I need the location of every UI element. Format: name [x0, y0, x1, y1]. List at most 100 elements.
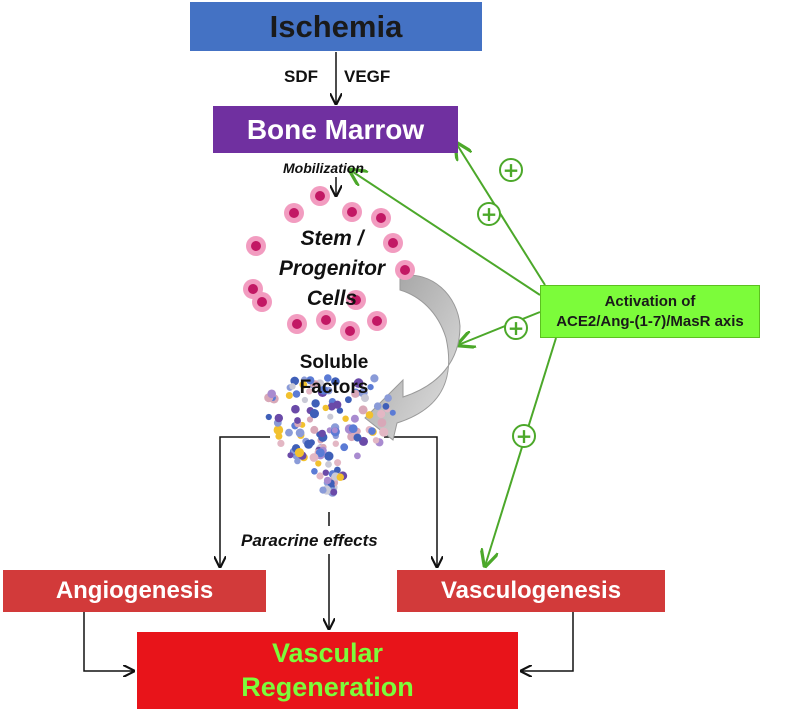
stem-cell-nucleus: [292, 319, 302, 329]
arrow-to-angiogenesis: [220, 436, 270, 567]
stem-cell-nucleus: [388, 238, 398, 248]
stem-cell-nucleus: [248, 284, 258, 294]
stem-cell-nucleus: [372, 316, 382, 326]
soluble-factor-dots: [264, 374, 396, 497]
soluble-factor-dot: [315, 448, 325, 458]
soluble-factor-dot: [358, 405, 368, 415]
soluble-factor-dot: [299, 380, 308, 389]
soluble-factor-dot: [301, 396, 308, 404]
soluble-factor-dot: [318, 429, 326, 438]
stem-cell-nucleus: [351, 295, 361, 305]
soluble-factor-dot: [294, 448, 304, 458]
soluble-factor-dot: [267, 389, 277, 399]
stem-cell-nucleus: [257, 297, 267, 307]
soluble-factor-dot: [353, 433, 362, 442]
soluble-factor-dot: [291, 404, 300, 414]
soluble-factor-dot: [310, 425, 319, 434]
stem-label-line1: Stem /: [300, 227, 364, 250]
soluble-factor-dot: [377, 418, 387, 427]
soluble-factor-dot: [331, 427, 338, 434]
vegf-label: VEGF: [344, 67, 391, 86]
angiogenesis-box: Angiogenesis: [3, 570, 266, 612]
svg-text:+: +: [503, 158, 520, 182]
soluble-factor-dot: [322, 469, 329, 476]
soluble-factor-dot: [327, 413, 334, 420]
soluble-factor-dot: [350, 414, 359, 423]
bone-marrow-label: Bone Marrow: [246, 113, 425, 145]
soluble-factor-dot: [277, 439, 285, 447]
regeneration-label-line1: Vascular: [271, 637, 384, 668]
soluble-factor-dot: [306, 388, 313, 395]
soluble-factor-dot: [365, 411, 374, 419]
sdf-label: SDF: [284, 67, 318, 86]
soluble-factor-dot: [295, 428, 305, 438]
plus-icon: +: [512, 424, 536, 448]
arrow-angio-to-regeneration: [83, 612, 134, 671]
soluble-factor-dot: [333, 400, 342, 409]
soluble-factor-dot: [361, 394, 369, 403]
stem-cell-nucleus: [400, 265, 410, 275]
soluble-factor-dot: [324, 374, 332, 382]
plus-icon: +: [504, 316, 528, 340]
soluble-factors-label: Soluble Factors: [268, 350, 400, 400]
soluble-factor-dot: [290, 376, 300, 386]
black-arrows: [83, 52, 574, 671]
activation-label-line2: ACE2/Ang-(1-7)/MasR axis: [556, 312, 744, 330]
soluble-label-line1: Soluble: [299, 352, 369, 373]
soluble-factor-dot: [332, 440, 339, 447]
stem-label-line2: Progenitor: [278, 257, 386, 280]
green-arrow-to-mobilization: [350, 170, 541, 296]
soluble-factor-dot: [319, 385, 329, 395]
soluble-factor-dot: [309, 409, 319, 419]
soluble-factor-dot: [379, 427, 389, 437]
svg-text:+: +: [481, 202, 498, 226]
svg-text:+: +: [508, 316, 525, 340]
soluble-factor-dot: [331, 377, 340, 386]
stem-label-line3: Cells: [306, 287, 358, 310]
soluble-factor-dot: [322, 404, 329, 412]
soluble-factor-dot: [334, 459, 342, 467]
soluble-factor-dot: [309, 453, 319, 462]
soluble-factor-dot: [372, 437, 380, 444]
ischemia-label: Ischemia: [269, 8, 403, 44]
soluble-factor-dot: [315, 460, 322, 467]
stem-cell-ring: [243, 186, 415, 341]
plus-icon: +: [499, 158, 523, 182]
soluble-factor-dot: [294, 457, 301, 465]
soluble-factor-dot: [265, 413, 272, 421]
stem-cell-nucleus: [347, 207, 357, 217]
soluble-factor-dot: [336, 473, 344, 481]
soluble-factor-dot: [294, 417, 301, 424]
soluble-factor-dot: [389, 409, 396, 416]
soluble-factor-dot: [304, 439, 314, 449]
soluble-factor-dot: [345, 396, 352, 404]
soluble-factor-dot: [316, 472, 324, 480]
soluble-factor-dot: [351, 389, 360, 398]
soluble-factor-dot: [384, 394, 392, 402]
soluble-factor-dot: [353, 378, 364, 388]
vasculogenesis-box: Vasculogenesis: [397, 570, 665, 612]
stem-cell-nucleus: [251, 241, 261, 251]
green-arrow-to-vasculogenesis: [485, 337, 557, 566]
stem-cell-nucleus: [345, 326, 355, 336]
soluble-factor-dot: [340, 443, 349, 452]
svg-text:+: +: [516, 424, 533, 448]
stem-cells-label: Stem / Progenitor Cells: [265, 224, 399, 314]
soluble-factor-dot: [354, 452, 361, 460]
soluble-factor-dot: [336, 407, 344, 414]
soluble-factor-dot: [287, 452, 294, 459]
soluble-factor-dot: [306, 416, 314, 423]
soluble-factor-dot: [348, 424, 358, 433]
soluble-factor-dot: [323, 476, 332, 485]
soluble-factor-dot: [382, 403, 390, 410]
soluble-factor-dot: [311, 399, 320, 408]
soluble-factor-dot: [325, 461, 332, 468]
soluble-factor-dot: [285, 428, 293, 437]
soluble-factor-dot: [367, 384, 374, 391]
vascular-regeneration-box: Vascular Regeneration: [137, 632, 518, 709]
stem-cell-nucleus: [315, 191, 325, 201]
angiogenesis-label: Angiogenesis: [55, 577, 214, 604]
stem-cell-nucleus: [321, 315, 331, 325]
soluble-factor-dot: [311, 468, 318, 475]
activation-label-line1: Activation of: [604, 293, 696, 310]
